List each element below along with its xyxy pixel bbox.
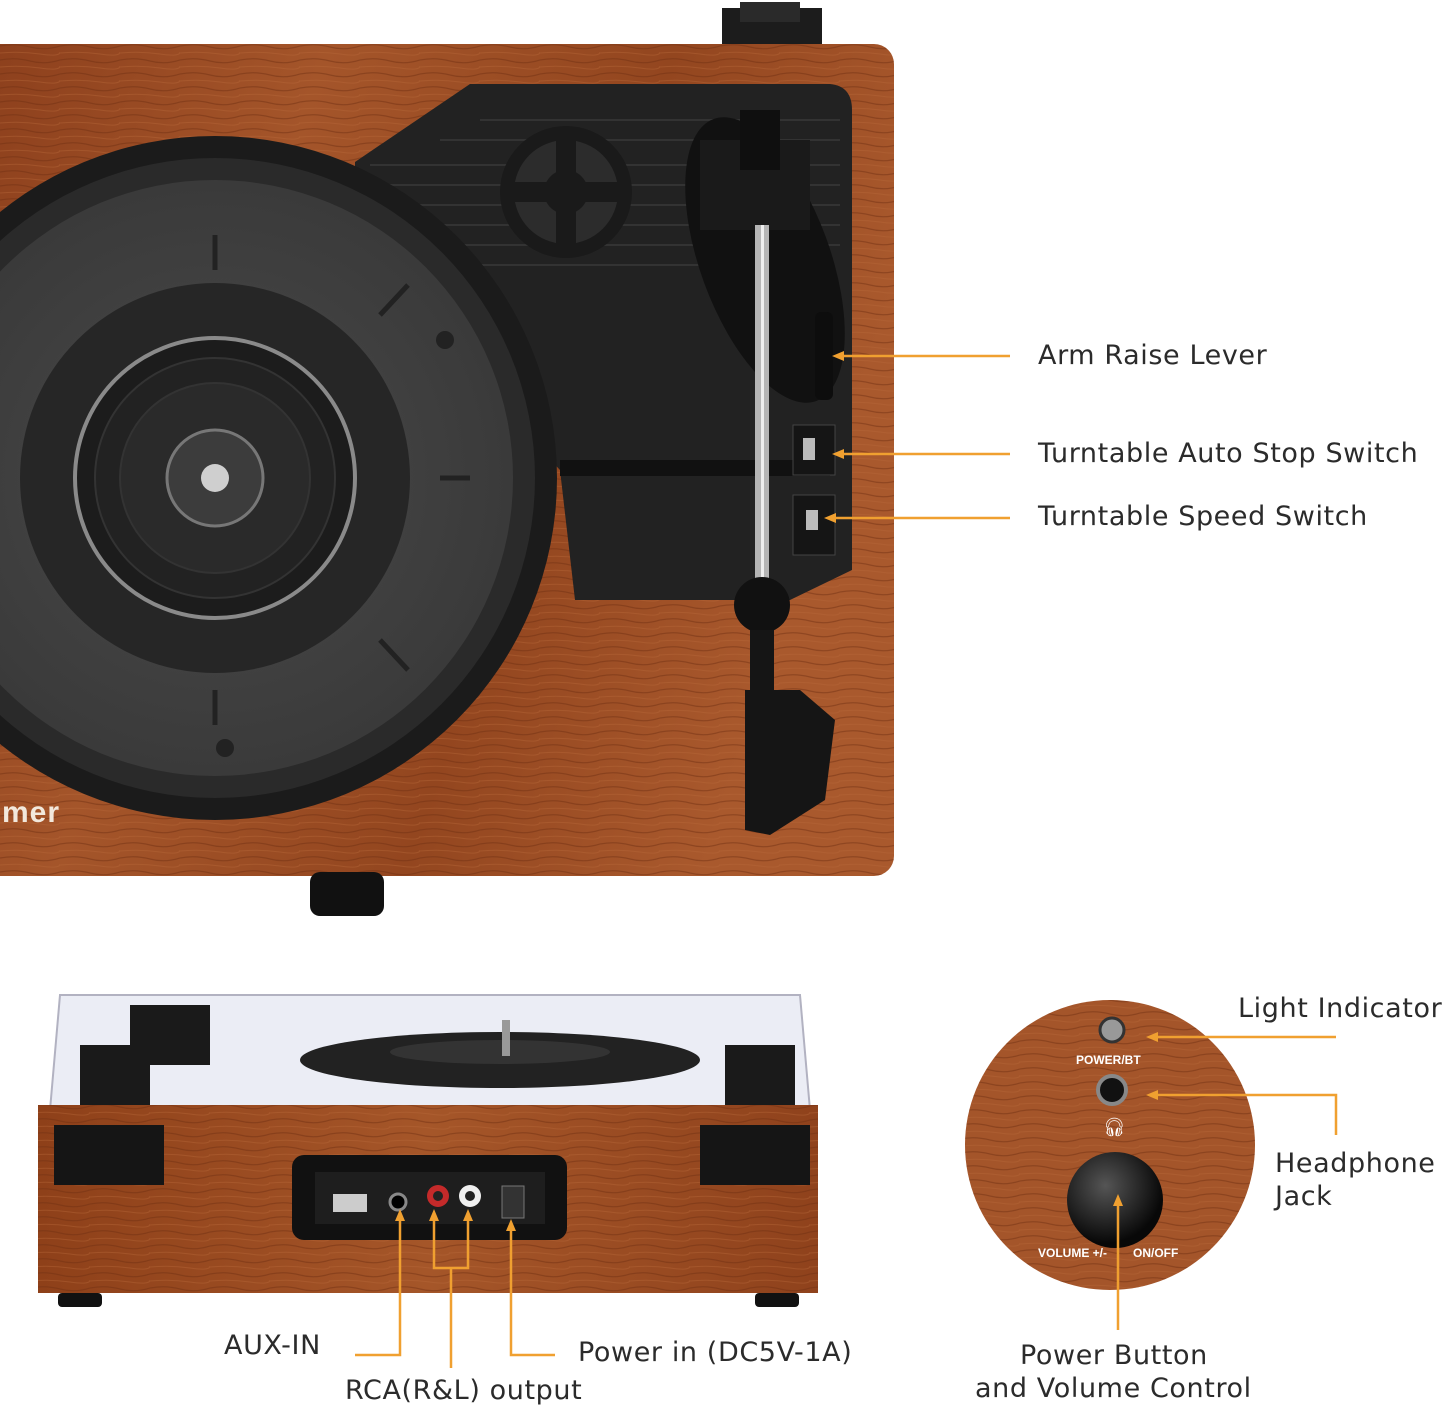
arm-raise-lever-label: Arm Raise Lever xyxy=(1038,340,1268,371)
headphone-jack-label-line1: Headphone xyxy=(1275,1148,1436,1179)
speed-switch-label: Turntable Speed Switch xyxy=(1038,501,1368,532)
headphone-jack-label-line2: Jack xyxy=(1275,1181,1333,1212)
light-indicator-label: Light Indicator xyxy=(1238,993,1443,1024)
on-off-panel-label: ON/OFF xyxy=(1133,1246,1179,1260)
volume-panel-label: VOLUME +/- xyxy=(1038,1246,1108,1260)
aux-in-label: AUX-IN xyxy=(224,1330,321,1361)
headphone-icon: 🎧︎ xyxy=(1103,1117,1126,1138)
turntable-back-view xyxy=(38,994,818,1307)
power-volume-label-line1: Power Button xyxy=(1020,1340,1208,1371)
power-volume-label-line2: and Volume Control xyxy=(975,1373,1252,1404)
power-bt-panel-label: POWER/BT xyxy=(1076,1053,1141,1067)
auto-stop-switch-label: Turntable Auto Stop Switch xyxy=(1038,438,1419,469)
turntable-top-view xyxy=(0,2,894,916)
rca-output-label: RCA(R&L) output xyxy=(345,1375,583,1406)
brand-logo-text: mer xyxy=(2,796,61,829)
control-panel-closeup xyxy=(965,1000,1255,1290)
power-in-label: Power in (DC5V-1A) xyxy=(578,1337,853,1368)
